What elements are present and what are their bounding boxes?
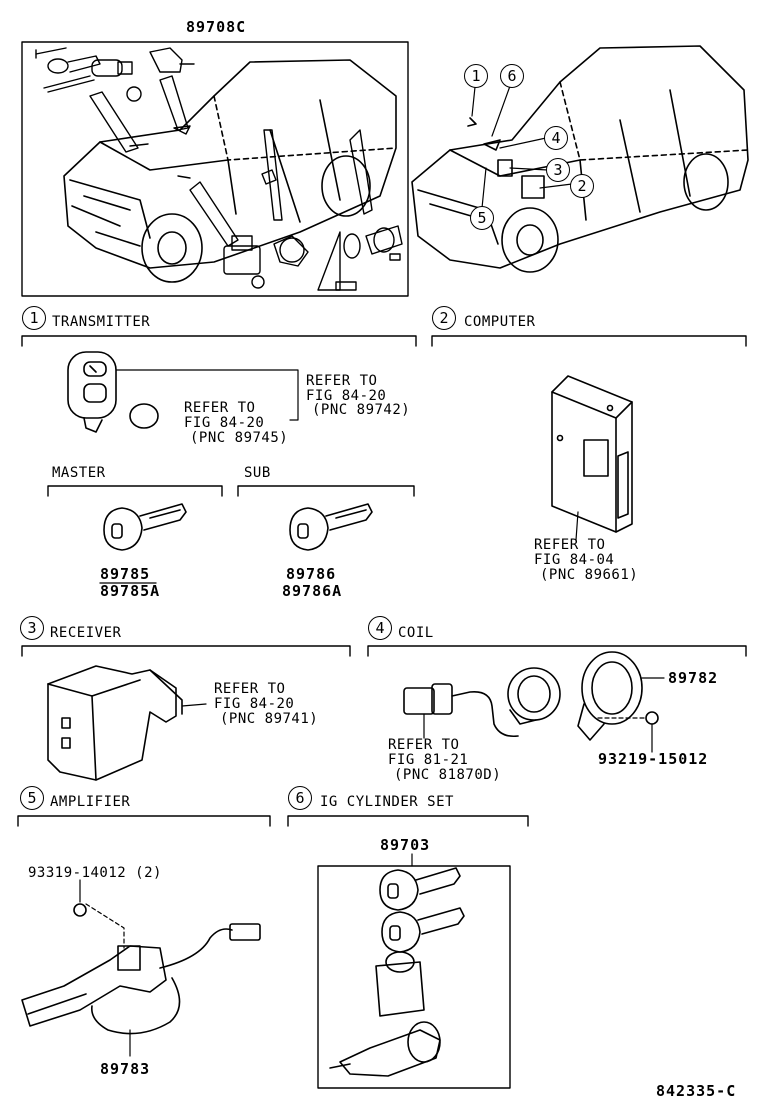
ig-cylinder-part-number: 89703 xyxy=(380,836,431,854)
overview-callout-3: 3 xyxy=(546,158,570,182)
coil-ref-1: REFER TO xyxy=(388,737,460,753)
transmitter-ref-left-3: (PNC 89745) xyxy=(190,430,289,446)
overview-callout-4: 4 xyxy=(544,126,568,150)
transmitter-drawing xyxy=(67,351,299,433)
coil-ref-2: FIG 81-21 xyxy=(388,752,469,768)
sub-key-label: SUB xyxy=(244,465,271,481)
transmitter-section-number: 1 xyxy=(22,306,46,330)
section-brackets xyxy=(17,335,747,827)
sub-key-drawing xyxy=(289,503,373,551)
receiver-section-title: RECEIVER xyxy=(50,625,122,641)
transmitter-ref-left-2: FIG 84-20 xyxy=(184,415,265,431)
master-key-label: MASTER xyxy=(52,465,106,481)
amplifier-drawing xyxy=(21,879,261,1057)
master-key-drawing xyxy=(99,503,187,584)
computer-ref-2: FIG 84-04 xyxy=(534,552,615,568)
transmitter-ref-right-2: FIG 84-20 xyxy=(306,388,387,404)
master-key-part-1: 89785 xyxy=(100,565,151,583)
ig-cylinder-drawing xyxy=(317,853,511,1089)
amplifier-section-number: 5 xyxy=(20,786,44,810)
computer-ref-1: REFER TO xyxy=(534,537,606,553)
coil-bolt-part-number: 93219-15012 xyxy=(598,750,709,768)
vehicle-left-drawing xyxy=(63,59,397,283)
amplifier-screw-part-number: 93319-14012 (2) xyxy=(28,865,162,881)
overview-callout-6: 6 xyxy=(500,64,524,88)
transmitter-ref-right-3: (PNC 89742) xyxy=(312,402,411,418)
amplifier-section-title: AMPLIFIER xyxy=(50,794,131,810)
overview-frame-left xyxy=(21,41,409,297)
vehicle-right-drawing xyxy=(411,45,749,273)
computer-section-number: 2 xyxy=(432,306,456,330)
transmitter-ref-left-1: REFER TO xyxy=(184,400,256,416)
coil-section-title: COIL xyxy=(398,625,434,641)
coil-section-number: 4 xyxy=(368,616,392,640)
receiver-ref-3: (PNC 89741) xyxy=(220,711,319,727)
ig-cylinder-frame xyxy=(317,865,511,1089)
receiver-section-number: 3 xyxy=(20,616,44,640)
receiver-ref-2: FIG 84-20 xyxy=(214,696,295,712)
overview-left-arrows xyxy=(89,75,373,247)
sub-key-part-1: 89786 xyxy=(286,565,337,583)
computer-drawing xyxy=(551,375,633,541)
computer-section-title: COMPUTER xyxy=(464,314,536,330)
coil-drawing xyxy=(403,651,665,753)
overview-callout-2: 2 xyxy=(570,174,594,198)
overview-part-number: 89708C xyxy=(186,18,247,36)
coil-ref-3: (PNC 81870D) xyxy=(394,767,502,783)
amplifier-part-number: 89783 xyxy=(100,1060,151,1078)
ig-cylinder-section-number: 6 xyxy=(288,786,312,810)
computer-ref-3: (PNC 89661) xyxy=(540,567,639,583)
receiver-ref-1: REFER TO xyxy=(214,681,286,697)
transmitter-section-title: TRANSMITTER xyxy=(52,314,151,330)
overview-right-leaders xyxy=(471,85,573,209)
master-key-part-2: 89785A xyxy=(100,582,161,600)
transmitter-ref-right-1: REFER TO xyxy=(306,373,378,389)
sub-key-part-2: 89786A xyxy=(282,582,343,600)
figure-code: 842335-C xyxy=(656,1082,737,1100)
ig-cylinder-section-title: IG CYLINDER SET xyxy=(320,794,454,810)
overview-callout-1: 1 xyxy=(464,64,488,88)
coil-part-number: 89782 xyxy=(668,669,719,687)
overview-callout-5: 5 xyxy=(470,206,494,230)
receiver-drawing xyxy=(47,665,207,781)
overview-left-parts xyxy=(35,47,403,291)
